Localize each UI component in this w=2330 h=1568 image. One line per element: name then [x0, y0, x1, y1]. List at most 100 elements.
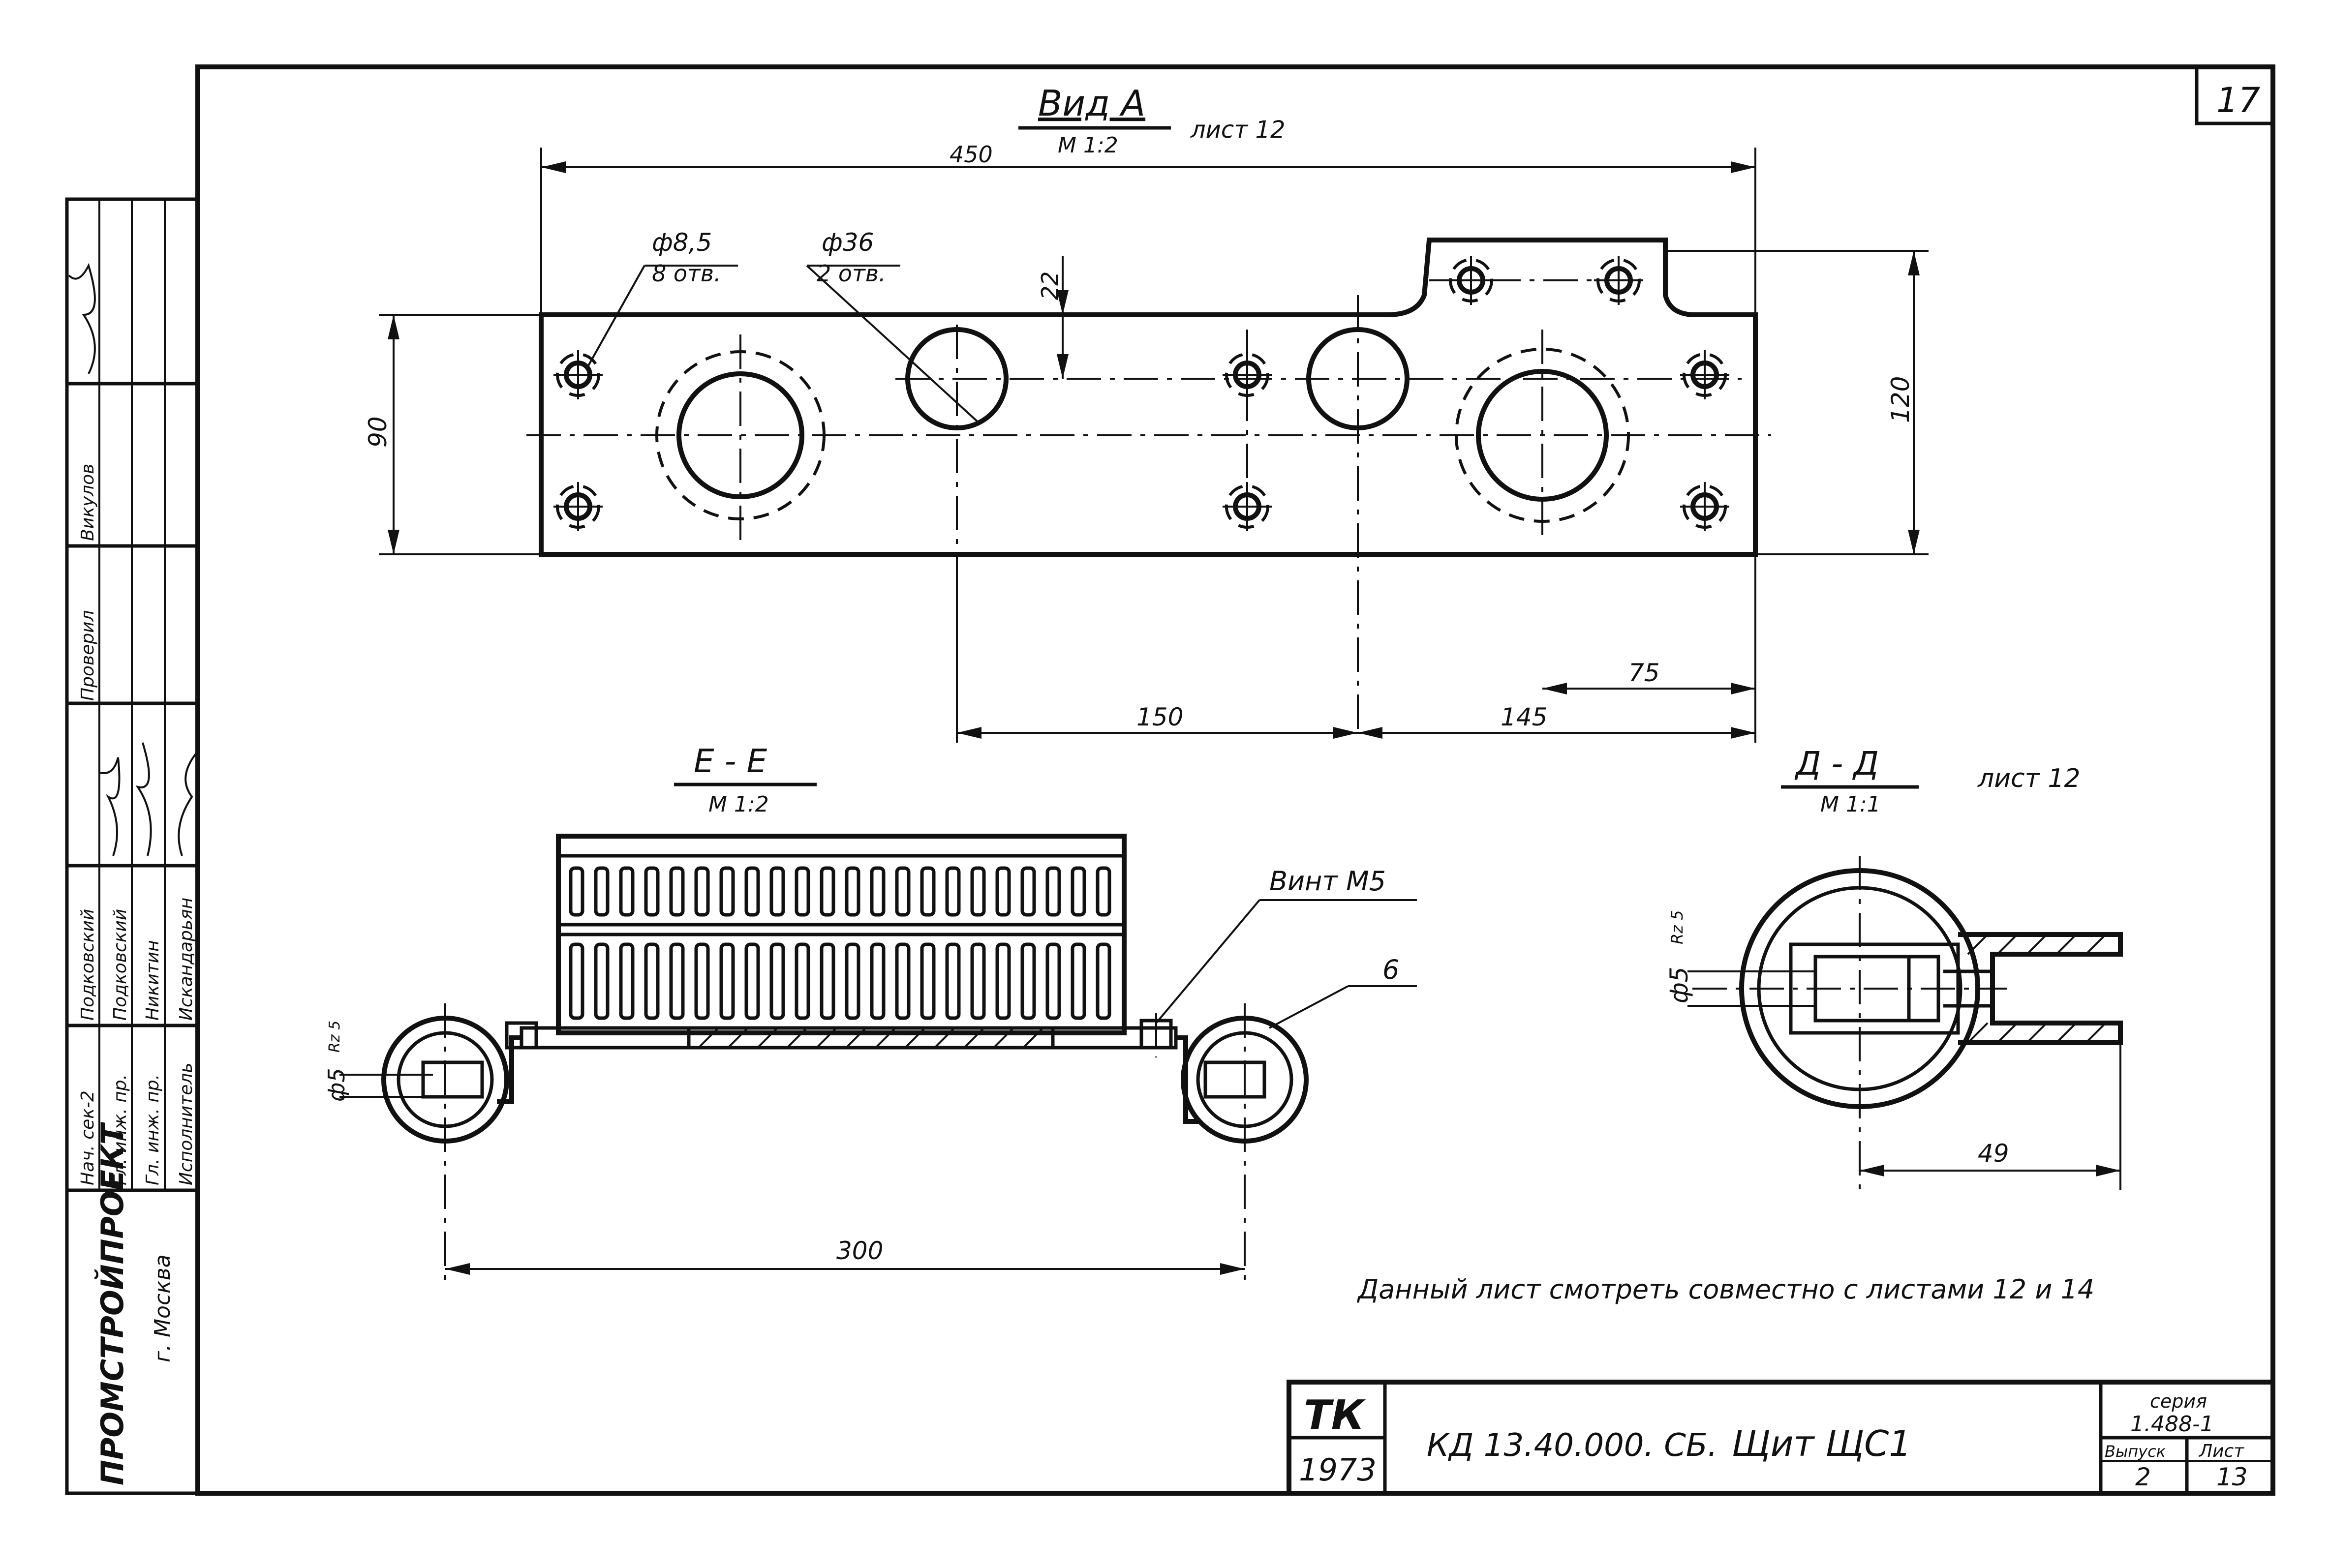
sheet-note: Данный лист смотреть совместно с листами…	[1357, 1274, 2094, 1305]
radiator-fin	[795, 866, 810, 917]
radiator-fin	[1096, 942, 1111, 1020]
corner-number-box	[2195, 65, 2275, 125]
radiator-fin	[970, 942, 986, 1020]
name-1: Подковский	[78, 909, 98, 1021]
radiator-fin	[769, 942, 785, 1020]
view-a-plate	[539, 238, 1758, 557]
view-a-scale: М 1:2	[1058, 133, 1118, 158]
role-1: Нач. сек-2	[78, 1090, 98, 1185]
radiator-fin	[895, 942, 911, 1020]
radiator-fin	[1096, 866, 1111, 917]
dim-22: 22	[1037, 271, 1063, 300]
section-e-scale: М 1:2	[708, 792, 769, 817]
role-3: Гл. инж. пр.	[143, 1074, 163, 1185]
radiator-fin	[594, 866, 610, 917]
issue-label: Выпуск	[2105, 1442, 2166, 1461]
radiator-fin	[995, 866, 1011, 917]
dim-150: 150	[1136, 703, 1183, 731]
radiator-fin	[619, 942, 635, 1020]
signature-1	[98, 757, 121, 856]
section-d-scale: М 1:1	[1820, 792, 1881, 817]
dim-49: 49	[1978, 1139, 2009, 1168]
radiator-fin	[870, 942, 886, 1020]
name-2: Подковский	[110, 909, 130, 1021]
doc-code: КД 13.40.000. СБ.	[1427, 1427, 1717, 1464]
dim-450: 450	[950, 141, 993, 168]
signature-2	[135, 742, 152, 856]
radiator-fin	[895, 866, 911, 917]
role-4: Исполнитель	[176, 1062, 196, 1185]
name-4: Искандарьян	[176, 898, 196, 1021]
radiator-fin	[694, 866, 710, 917]
radiator-fin	[644, 866, 660, 917]
radiator-fin	[945, 942, 961, 1020]
screw-label: Винт М5	[1269, 866, 1386, 897]
left-strip: ПРОМСТРОЙПРОЕКТ г. Москва Нач. сек-2 Гл.…	[65, 197, 200, 1495]
radiator-fin	[945, 866, 961, 917]
title-block: ТК 1973 КД 13.40.000. СБ. Щит ЩС1 серия …	[1287, 1380, 2275, 1496]
radiator-fin	[845, 942, 860, 1020]
radiator-fin	[920, 942, 936, 1020]
series-value: 1.488-1	[2130, 1412, 2214, 1437]
radiator-fin	[1071, 866, 1086, 917]
radiator-fin	[820, 866, 835, 917]
radiator-fin	[719, 942, 735, 1020]
section-d-ref: лист 12	[1977, 764, 2081, 793]
view-a-ref: лист 12	[1190, 116, 1286, 144]
radiator-fin	[1045, 866, 1061, 917]
radiator-fins	[569, 866, 1111, 1020]
dim-145: 145	[1501, 703, 1547, 731]
checker-name: Викулов	[78, 464, 98, 541]
large-hole-dia: ф36	[822, 228, 874, 257]
radiator-fin	[744, 942, 760, 1020]
radiator-fin	[970, 866, 986, 917]
radiator-fin	[569, 866, 584, 917]
hole-36-a	[905, 327, 1009, 430]
bore-right	[1476, 369, 1609, 502]
name-3: Никитин	[143, 940, 163, 1021]
section-e-title: Е - Е	[694, 742, 767, 780]
small-hole-dia: ф8,5	[652, 228, 712, 257]
large-hole-qty: 2 отв.	[817, 260, 886, 287]
radiator-fin	[669, 866, 685, 917]
doc-name: Щит ЩС1	[1732, 1423, 1911, 1464]
thread-e: ф5	[323, 1068, 350, 1102]
role-2: Гл. инж. пр.	[110, 1074, 130, 1185]
hole-36-b	[1306, 327, 1410, 430]
view-a: 450 90 120 22 ф8,5 8 отв. ф36 2 отв. 150…	[364, 83, 1929, 743]
radiator-fin	[769, 866, 785, 917]
thread-note-e: Rz 5	[326, 1021, 343, 1053]
radiator-fin	[669, 942, 685, 1020]
dim-90: 90	[364, 416, 392, 448]
radiator-fin	[1045, 942, 1061, 1020]
view-a-title: Вид А	[1038, 83, 1145, 124]
radiator-fin	[845, 866, 860, 917]
radiator-fin	[744, 866, 760, 917]
signature-4	[68, 263, 96, 374]
section-e: Е - Е М 1:2	[323, 742, 1417, 1289]
radiator-fin	[820, 942, 835, 1020]
thread-note-d: Rz 5	[1668, 910, 1686, 944]
year: 1973	[1299, 1452, 1377, 1488]
radiator-fin	[644, 942, 660, 1020]
radiator-fin	[870, 866, 886, 917]
sheet-label: Лист	[2198, 1441, 2244, 1461]
corner-number: 17	[2216, 80, 2260, 121]
issue-value: 2	[2135, 1463, 2151, 1491]
tk-logo: ТК	[1304, 1392, 1366, 1439]
pos-label: 6	[1382, 954, 1399, 985]
sheet-value: 13	[2216, 1463, 2248, 1491]
bore-left	[676, 371, 804, 499]
checked-label: Проверил	[78, 610, 98, 701]
small-holes	[553, 256, 1729, 531]
signature-3	[178, 752, 198, 856]
small-hole-qty: 8 отв.	[652, 260, 721, 287]
radiator-fin	[694, 942, 710, 1020]
radiator-fin	[995, 942, 1011, 1020]
radiator-fin	[795, 942, 810, 1020]
thread-d: ф5	[1665, 966, 1693, 1003]
city: г. Москва	[150, 1254, 175, 1362]
dim-75: 75	[1628, 659, 1660, 687]
radiator-fin	[920, 866, 936, 917]
radiator-fin	[1020, 866, 1036, 917]
